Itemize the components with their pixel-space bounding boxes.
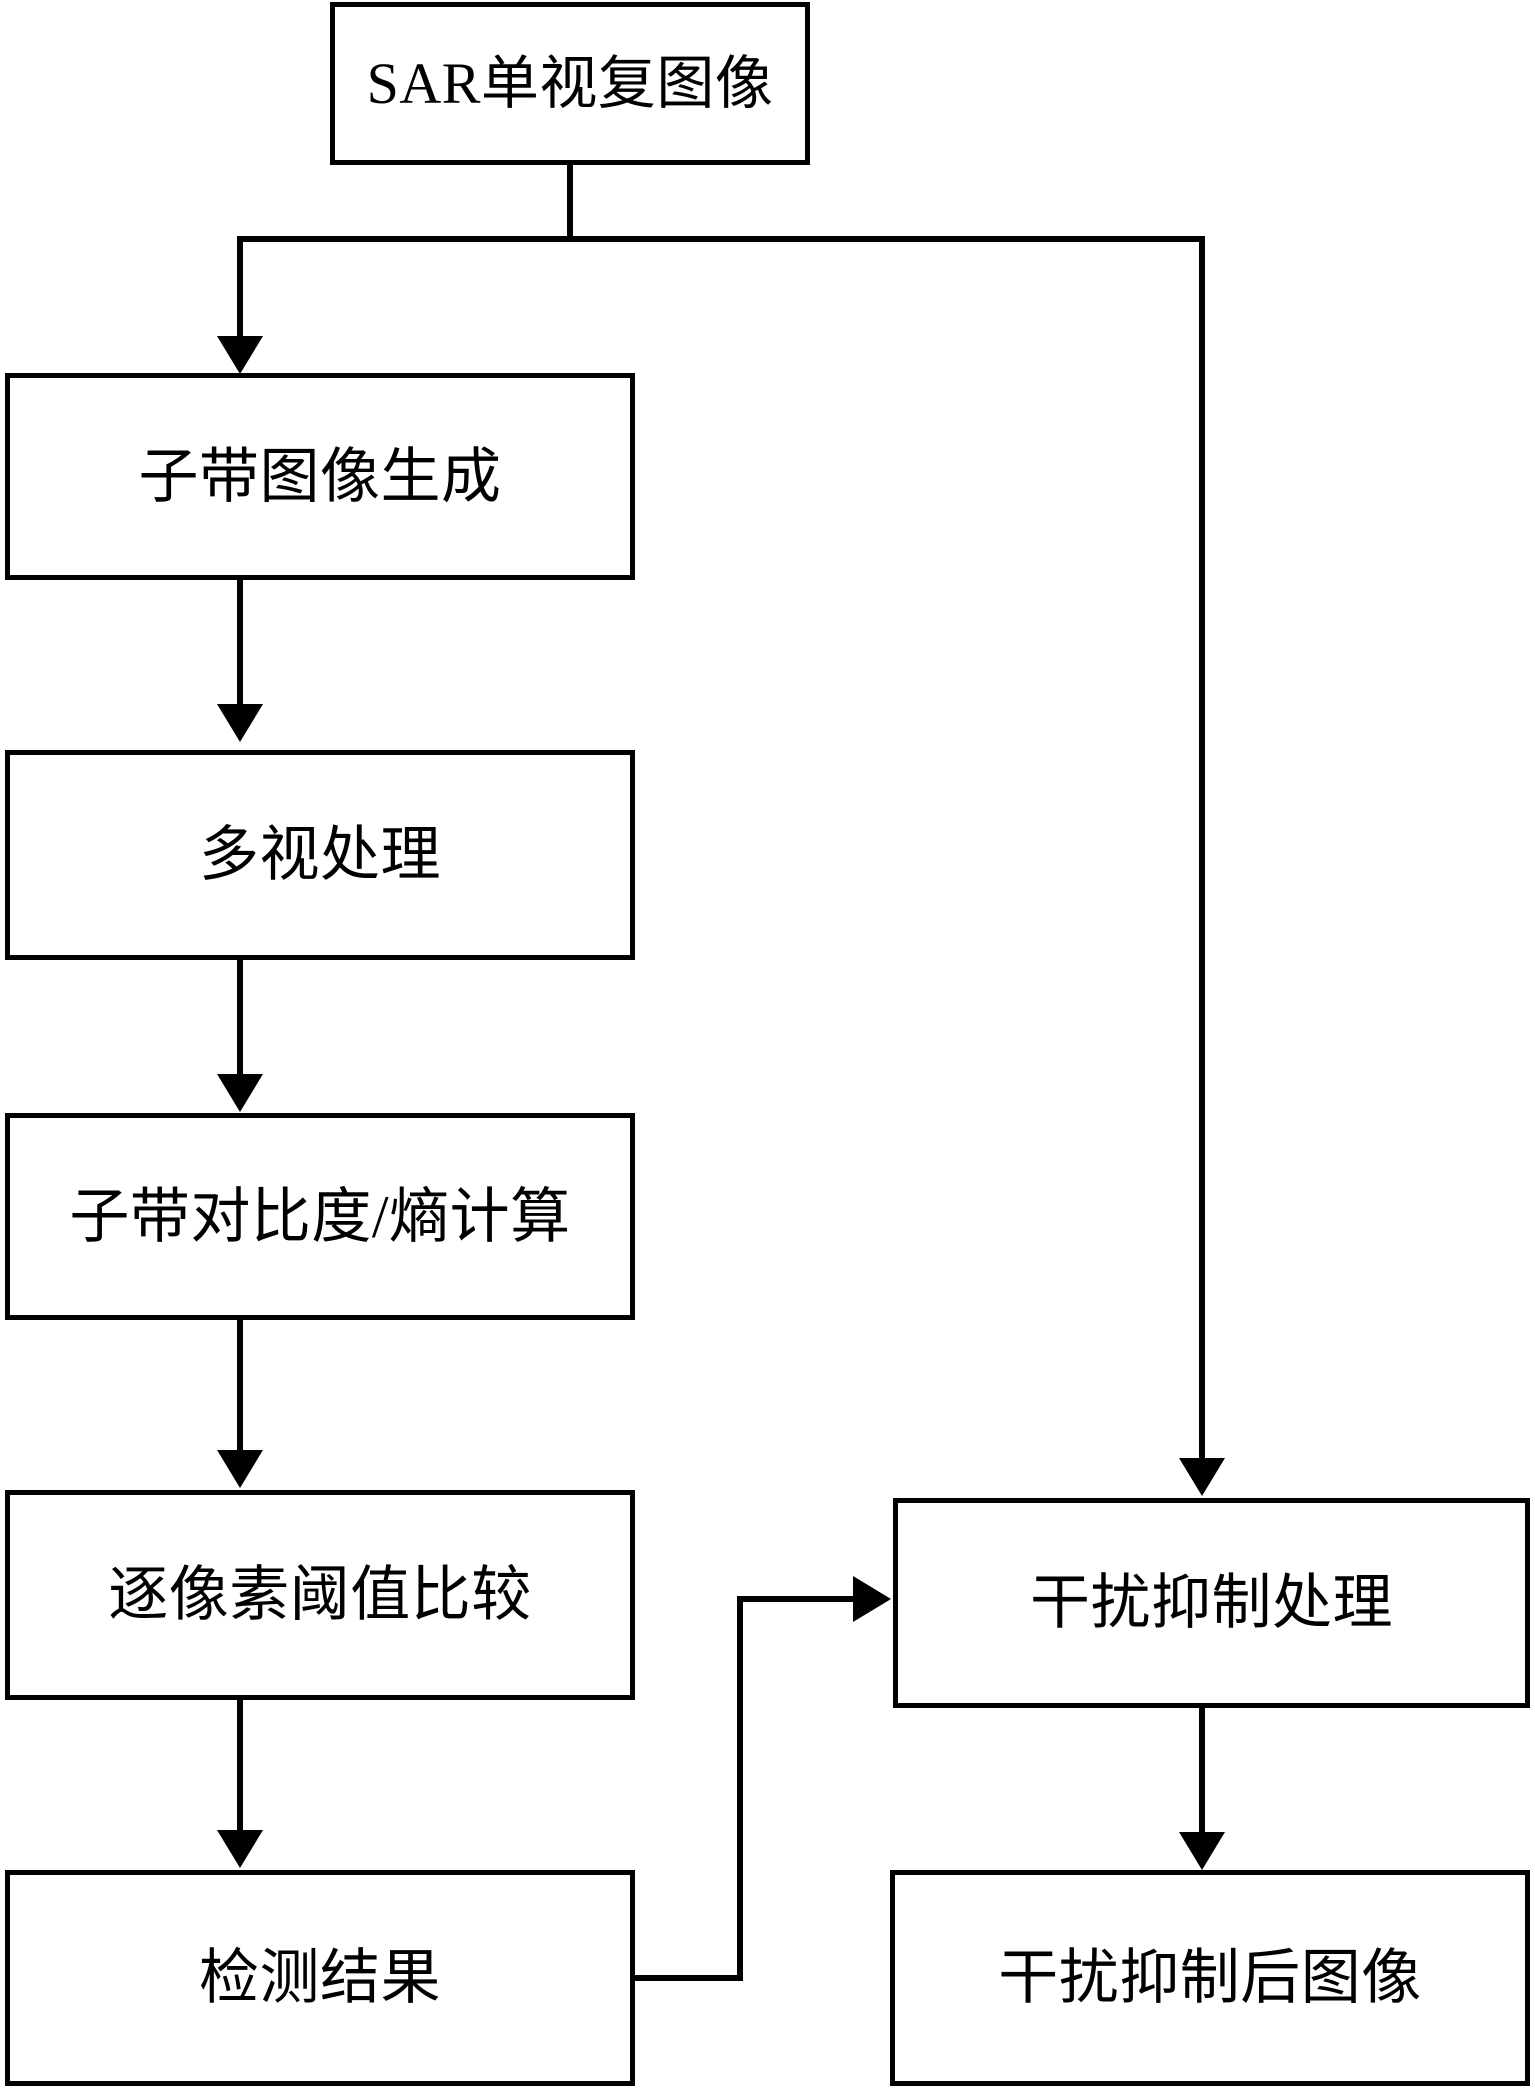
node-contrast-entropy[interactable]: 子带对比度/熵计算 (5, 1113, 635, 1320)
node-label-sar-slc-image: SAR单视复图像 (366, 50, 774, 116)
node-sar-slc-image[interactable]: SAR单视复图像 (330, 2, 810, 165)
edge-sar-to-subband-vertical (237, 236, 243, 348)
arrowhead-sar-to-subband (217, 336, 263, 374)
node-suppressed-image[interactable]: 干扰抑制后图像 (890, 1870, 1530, 2086)
node-subband-generation[interactable]: 子带图像生成 (5, 373, 635, 580)
arrowhead-subband-to-multilook (217, 704, 263, 742)
node-label-suppressed-image: 干扰抑制后图像 (998, 1945, 1422, 2011)
arrowhead-suppression-to-output (1179, 1832, 1225, 1870)
arrowhead-detection-to-suppression (853, 1576, 891, 1622)
edge-multilook-to-contrast (237, 958, 243, 1088)
arrowhead-sar-to-suppression (1179, 1458, 1225, 1496)
edge-detection-to-suppression-v (737, 1596, 743, 1981)
edge-subband-to-multilook (237, 578, 243, 708)
edge-contrast-to-threshold (237, 1318, 243, 1453)
node-label-contrast-entropy: 子带对比度/熵计算 (69, 1183, 571, 1250)
edge-split-bus (237, 236, 1205, 242)
arrowhead-multilook-to-contrast (217, 1074, 263, 1112)
node-label-multilook-processing: 多视处理 (199, 822, 441, 888)
arrowhead-threshold-to-detection (217, 1830, 263, 1868)
arrowhead-contrast-to-threshold (217, 1450, 263, 1488)
edge-detection-to-suppression-h1 (633, 1975, 743, 1981)
node-interference-suppression[interactable]: 干扰抑制处理 (893, 1498, 1530, 1708)
node-label-detection-result: 检测结果 (199, 1945, 441, 2011)
node-multilook-processing[interactable]: 多视处理 (5, 750, 635, 960)
node-pixelwise-threshold[interactable]: 逐像素阈值比较 (5, 1490, 635, 1700)
edge-detection-to-suppression-h2 (737, 1596, 857, 1602)
edge-sar-to-suppression-vertical (1199, 236, 1205, 1461)
node-label-interference-suppression: 干扰抑制处理 (1030, 1570, 1393, 1636)
edge-threshold-to-detection (237, 1698, 243, 1833)
edge-suppression-to-output (1199, 1708, 1205, 1836)
node-label-pixelwise-threshold: 逐像素阈值比较 (108, 1562, 532, 1628)
node-label-subband-generation: 子带图像生成 (138, 443, 502, 510)
node-detection-result[interactable]: 检测结果 (5, 1870, 635, 2086)
edge-sar-to-split-stub (567, 163, 573, 239)
